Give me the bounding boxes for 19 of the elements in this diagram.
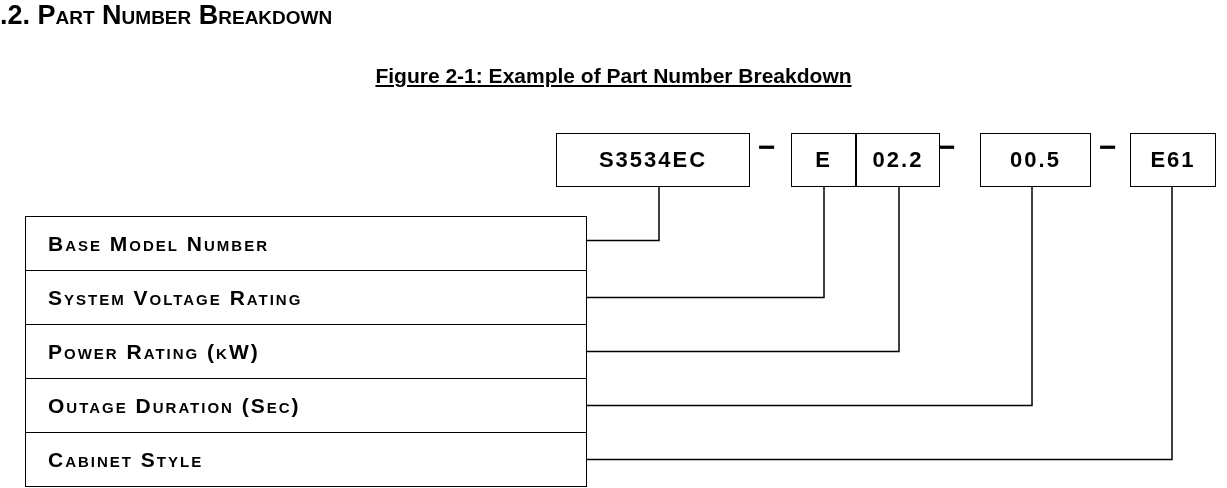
code-segment-box: E61 [1130, 133, 1216, 187]
field-label-box: System Voltage Rating [25, 270, 587, 325]
separator-dash: − [1099, 132, 1117, 162]
code-segment-box: S3534EC [556, 133, 750, 187]
leader-line [586, 186, 900, 353]
field-label-box: Outage Duration (Sec) [25, 378, 587, 433]
leader-line [586, 186, 825, 299]
separator-dash: − [758, 132, 776, 162]
figure-caption: Figure 2-1: Example of Part Number Breakdown [374, 64, 853, 88]
code-segment-box: 00.5 [980, 133, 1091, 187]
section-heading: .2. Part Number Breakdown [0, 0, 333, 31]
leader-line [586, 186, 1033, 407]
field-label-box: Cabinet Style [25, 432, 587, 487]
code-segment-box: 02.2 [856, 133, 940, 187]
field-label-box: Base Model Number [25, 216, 587, 271]
leader-line [586, 186, 1173, 461]
leader-line [586, 186, 660, 242]
code-segment-box: E [791, 133, 856, 187]
field-label-box: Power Rating (kW) [25, 324, 587, 379]
